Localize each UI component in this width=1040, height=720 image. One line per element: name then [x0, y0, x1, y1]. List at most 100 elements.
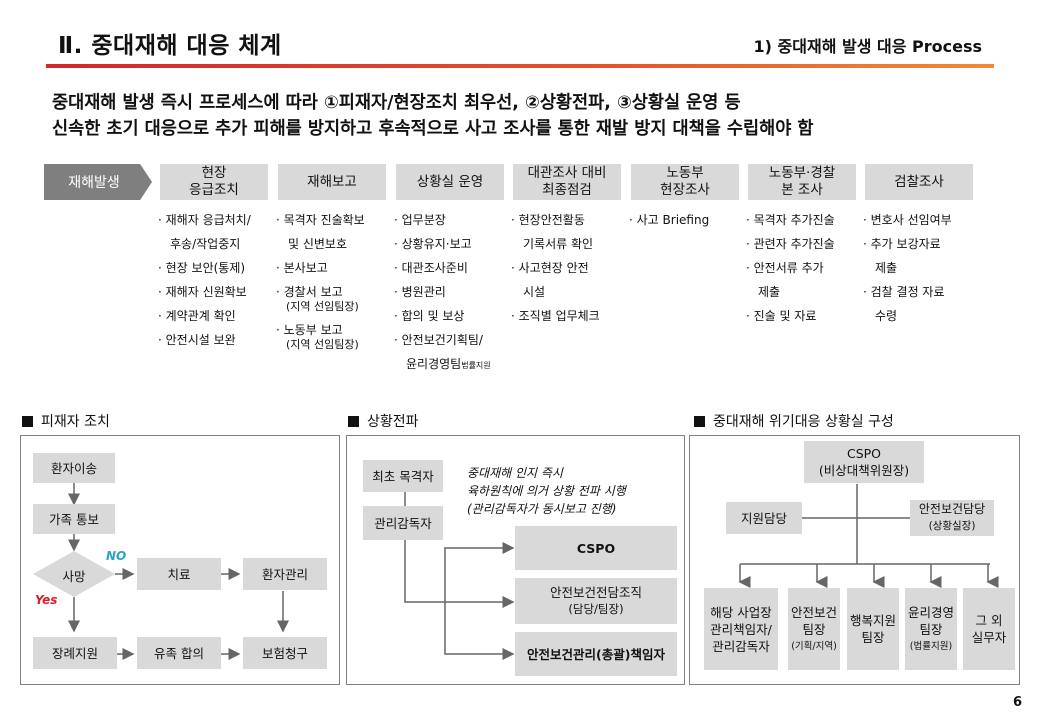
- box-label: 그 외: [975, 613, 1003, 628]
- intro-line-2: 신속한 초기 대응으로 추가 피해를 방지하고 후속적으로 사고 조사를 통한 …: [52, 119, 814, 139]
- stage-label: 현장조사: [660, 182, 710, 198]
- bullet-item: · 합의 및 보상: [394, 309, 465, 323]
- bullet-item: · 대관조사준비: [394, 261, 468, 275]
- bullet-item: · 본사보고: [276, 261, 328, 275]
- safety-manager-box: 안전보건관리(총괄)책임자: [515, 632, 677, 676]
- safety-officer-box: 안전보건담당(상황실장): [910, 500, 994, 536]
- bereaved-agreement-box: 유족 합의: [137, 637, 221, 669]
- section-heading-victim: 피재자 조치: [22, 411, 110, 431]
- box-label: 안전보건담당: [918, 502, 986, 516]
- square-bullet-icon: [348, 415, 359, 427]
- bullet-item: · 병원관리: [394, 285, 446, 299]
- stage-column-4: · 현장안전활동 기록서류 확인 · 사고현장 안전 시설 · 조직별 업무체크: [511, 208, 600, 328]
- stage-situation-room: 상황실 운영: [396, 164, 504, 200]
- box-label: 실무자: [971, 630, 1007, 645]
- box-label: 윤리경영: [907, 604, 954, 620]
- bullet-item: · 목격자 추가진술: [746, 213, 835, 227]
- cspo-box: CSPO: [515, 526, 677, 570]
- bullet-item: · 상황유지·보고: [394, 237, 472, 251]
- box-label: 팀장: [861, 630, 885, 645]
- safety-org-box: 안전보건전담조직 (담당/팀장): [515, 578, 677, 624]
- stage-report: 재해보고: [278, 164, 386, 200]
- square-bullet-icon: [22, 415, 33, 427]
- section-heading-spread: 상황전파: [348, 411, 419, 431]
- bullet-item: 기록서류 확인: [523, 237, 594, 251]
- box-label: 행복지원: [849, 613, 896, 628]
- bullet-item: · 목격자 진술확보: [276, 213, 365, 227]
- bullet-item: 제출: [875, 261, 898, 275]
- page-subtitle: 1) 중대재해 발생 대응 Process: [753, 37, 982, 56]
- box-label: 관리책임자/: [710, 621, 772, 637]
- intro-line-1: 중대재해 발생 즉시 프로세스에 따라 ①피재자/현장조치 최우선, ②상황전파…: [52, 93, 741, 113]
- insurance-claim-box: 보험청구: [243, 637, 327, 669]
- box-label: 해당 사업장: [710, 604, 772, 620]
- bullet-item: · 안전시설 보완: [158, 333, 236, 347]
- patient-management-box: 환자관리: [243, 558, 327, 590]
- stage-label: 최종점검: [542, 182, 592, 198]
- box-label: 안전보건: [790, 604, 837, 620]
- bullet-item: · 재해자 신원확보: [158, 285, 247, 299]
- stage-label: 노동부·경찰: [768, 165, 836, 181]
- stage-column-3: · 업무분장 · 상황유지·보고 · 대관조사준비 · 병원관리 · 합의 및 …: [394, 208, 491, 378]
- box-label: CSPO: [846, 446, 882, 461]
- page-number: 6: [1012, 695, 1022, 710]
- funeral-support-box: 장례지원: [33, 637, 117, 669]
- stage-label: 검찰조사: [894, 173, 944, 190]
- stage-prosecution: 검찰조사: [865, 164, 973, 200]
- bullet-item: 시설: [523, 285, 546, 299]
- section-heading-text: 피재자 조치: [41, 414, 110, 430]
- section-heading-text: 상황전파: [367, 414, 419, 430]
- bullet-item: · 재해자 응급처치/: [158, 213, 251, 227]
- spread-note-3: (관리감독자가 동시보고 진행): [467, 502, 617, 516]
- spread-flow-lines: [404, 492, 515, 660]
- box-sublabel: (담당/팀장): [568, 602, 624, 616]
- bullet-item: · 관련자 추가진술: [746, 237, 835, 251]
- first-witness-box: 최초 목격자: [363, 460, 443, 492]
- section-heading-crisis: 중대재해 위기대응 상황실 구성: [694, 411, 894, 431]
- bullet-item: 수령: [875, 309, 898, 323]
- box-sublabel: (비상대책위원장): [818, 463, 910, 478]
- crisis-cspo-box: CSPO (비상대책위원장): [804, 441, 924, 483]
- bullet-item: · 추가 보강자료: [863, 237, 941, 251]
- section-heading-text: 중대재해 위기대응 상황실 구성: [713, 414, 894, 430]
- bullet-subnote: 법률지원: [461, 361, 491, 370]
- family-notice-box: 가족 통보: [33, 504, 115, 534]
- spread-note-2: 육하원칙에 의거 상황 전파 시행: [467, 484, 626, 498]
- stage-column-2: · 목격자 진술확보 및 신변보호 · 본사보고 · 경찰서 보고 (지역 선임…: [276, 208, 365, 356]
- spread-note-1: 중대재해 인지 즉시: [467, 466, 563, 480]
- decision-diamond: [33, 551, 115, 597]
- bullet-item: · 사고 Briefing: [629, 213, 710, 227]
- box-label: 팀장: [802, 621, 826, 637]
- stage-label: 대관조사 대비: [527, 165, 607, 181]
- box-label: 관리감독자: [712, 638, 770, 654]
- bullet-item: · 현장 보안(통제): [158, 261, 246, 275]
- bullet-subnote: (지역 선임팀장): [286, 300, 359, 313]
- bullet-item: · 노동부 보고: [276, 323, 343, 337]
- bullet-item: · 사고현장 안전: [511, 261, 589, 275]
- box-sublabel: (법률지원): [909, 640, 953, 652]
- stage-label: 본 조사: [781, 182, 823, 198]
- bullet-item: 및 신변보호: [288, 237, 348, 251]
- page-title: Ⅱ. 중대재해 대응 체계: [58, 33, 282, 59]
- stage-column-5: · 사고 Briefing: [629, 208, 709, 232]
- stage-label: 상황실 운영: [416, 173, 484, 190]
- bullet-item: 윤리경영팀: [406, 357, 462, 371]
- header-divider: [46, 64, 994, 68]
- bullet-item: · 업무분장: [394, 213, 446, 227]
- box-sublabel: (기획/지역): [791, 640, 837, 652]
- support-staff-box: 지원담당: [726, 502, 802, 534]
- box-label: 안전보건전담조직: [549, 585, 642, 600]
- spread-panel: 최초 목격자 관리감독자 중대재해 인지 즉시 육하원칙에 의거 상황 전파 시…: [346, 435, 685, 685]
- bullet-item: · 현장안전활동: [511, 213, 585, 227]
- bullet-item: · 진술 및 자료: [746, 309, 817, 323]
- bullet-item: 제출: [758, 285, 781, 299]
- bullet-item: · 안전서류 추가: [746, 261, 824, 275]
- treatment-box: 치료: [137, 558, 221, 590]
